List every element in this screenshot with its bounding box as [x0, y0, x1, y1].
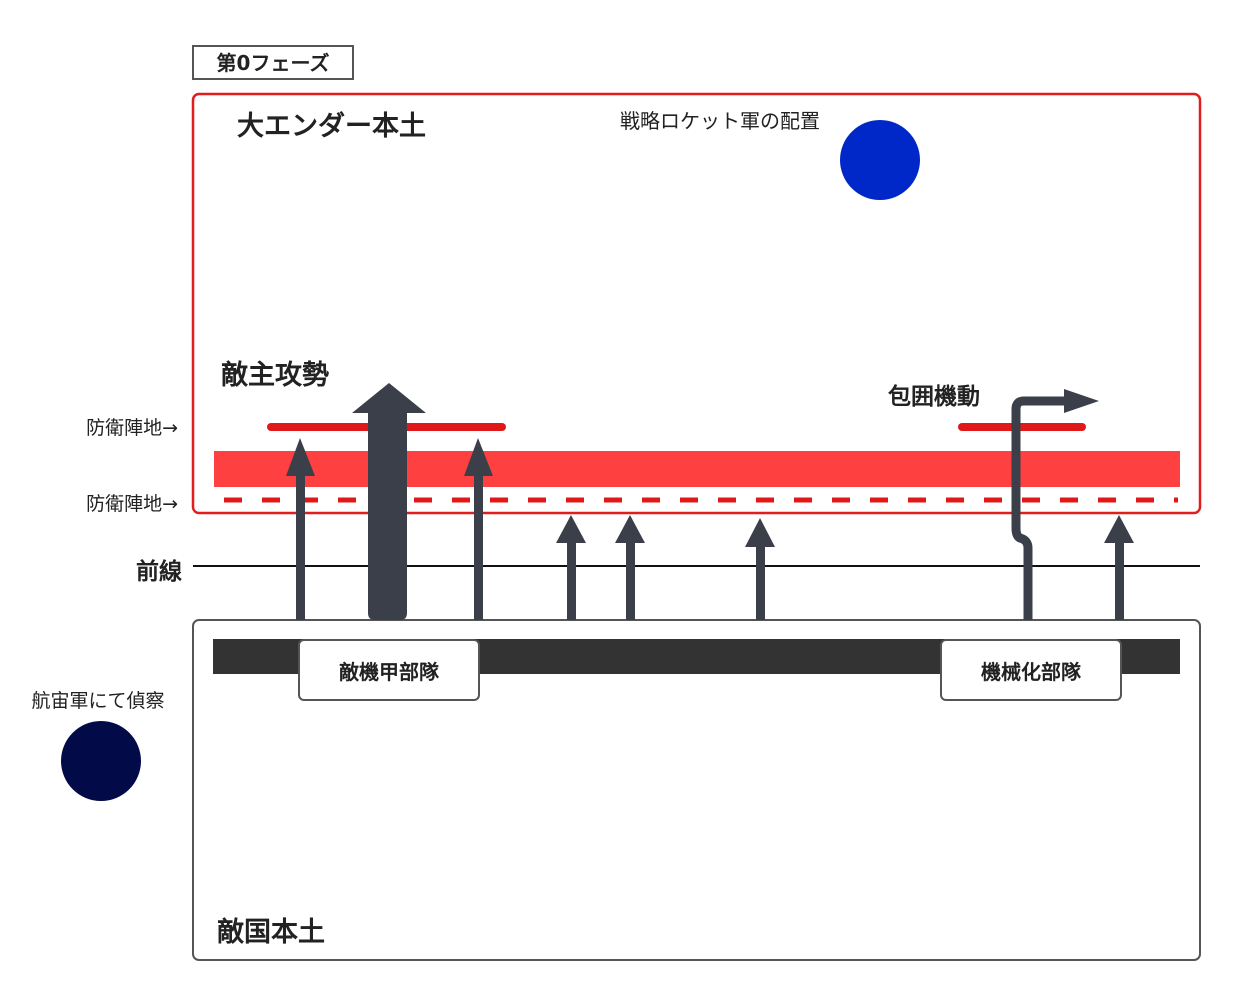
- armored-unit-label: 敵機甲部隊: [339, 660, 440, 684]
- defense-line-label-1: 防衛陣地→: [86, 417, 178, 439]
- advance-arrow: [556, 515, 586, 620]
- own-territory-box: [191, 92, 1202, 515]
- advance-arrows: [286, 438, 1134, 620]
- enemy-territory-box: [192, 619, 1201, 961]
- rocket-forces-label: 戦略ロケット軍の配置: [620, 109, 820, 133]
- main-attack-label: 敵主攻勢: [221, 359, 329, 391]
- main-attack-arrow: [352, 383, 426, 620]
- advance-arrow: [464, 438, 493, 620]
- advance-arrow: [615, 515, 645, 620]
- defense-band: [214, 451, 1180, 487]
- phase-label: 第0フェーズ: [217, 51, 330, 75]
- own-territory-title: 大エンダー本土: [237, 110, 426, 142]
- advance-arrow: [745, 518, 775, 620]
- armored-unit-box: [298, 639, 480, 701]
- advance-arrow: [286, 438, 315, 620]
- advance-arrow: [1104, 515, 1134, 620]
- envelopment-arrow: [1011, 389, 1099, 620]
- mechanized-unit-box: [940, 639, 1122, 701]
- enemy-territory-title: 敵国本土: [217, 916, 325, 948]
- phase-label-box: [192, 45, 354, 80]
- envelopment-label: 包囲機動: [888, 383, 980, 410]
- defense-line-label-2: 防衛陣地→: [86, 493, 178, 515]
- recon-label: 航宙軍にて偵察: [31, 690, 164, 712]
- front-line-label: 前線: [136, 558, 182, 585]
- rocket-forces-marker: [840, 120, 920, 200]
- recon-marker: [61, 721, 141, 801]
- mechanized-unit-label: 機械化部隊: [981, 660, 1082, 684]
